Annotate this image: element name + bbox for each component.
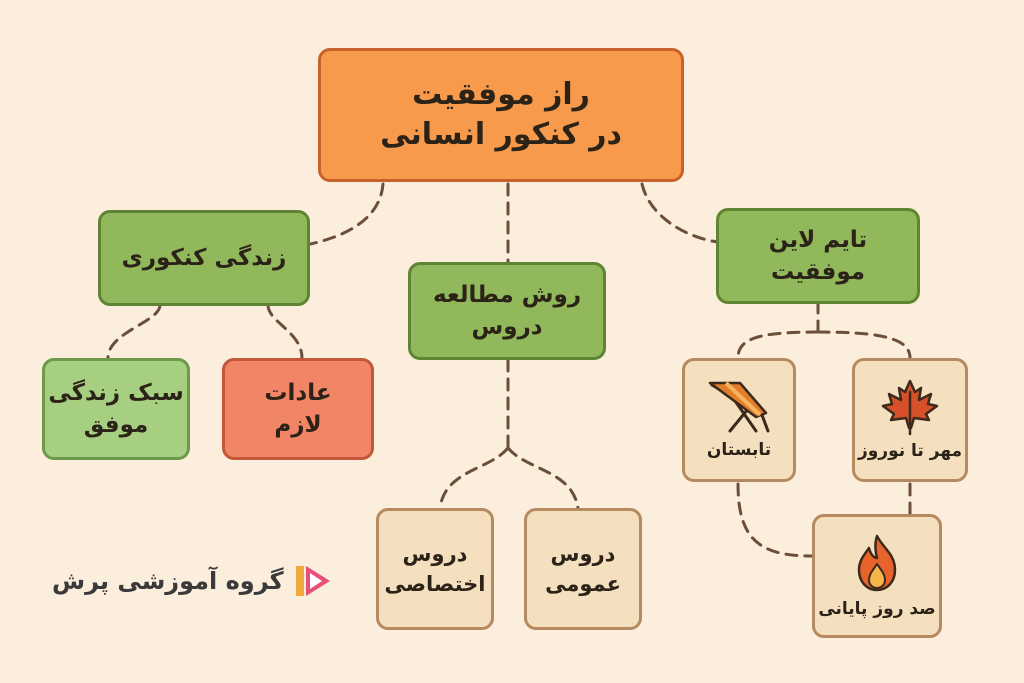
branch-timeline: تایم لاین موفقیت [716,208,920,304]
timeline-final-label: صد روز پایانی [818,599,936,619]
leaf-specialized-courses-line2: اختصاصی [384,572,486,596]
leaf-general-courses: دروس عمومی [524,508,642,630]
timeline-card-final-100-days: صد روز پایانی [812,514,942,638]
timeline-card-summer: تابستان [682,358,796,482]
branch-study: روش مطالعه دروس [408,262,606,360]
leaf-general-courses-line1: دروس [550,542,616,566]
root-title-line2: در کنکور انسانی [380,117,622,152]
leaf-general-courses-line2: عمومی [545,572,621,596]
branch-timeline-label: تایم لاین موفقیت [768,227,868,285]
branch-study-line1: روش مطالعه [432,282,582,308]
leaf-specialized-courses: دروس اختصاصی [376,508,494,630]
connector-lifestyle-right [266,303,304,360]
leaf-necessary-habits: عادات لازم [222,358,374,460]
fire-icon [857,534,897,592]
timeline-autumn-label: مهر تا نوروز [857,441,963,461]
root-node: راز موفقیت در کنکور انسانی [318,48,684,182]
branch-study-line2: دروس [471,314,543,340]
connector-study-right [506,446,580,510]
leaf-necessary-habits-line2: لازم [274,412,322,438]
beach-chair-icon [708,381,770,433]
leaf-successful-lifestyle: سبک زندگی موفق [42,358,190,460]
root-title-line1: راز موفقیت [412,77,590,112]
play-logo-icon [295,566,330,596]
branch-lifestyle: زندگی کنکوری [98,210,310,306]
timeline-card-autumn: مهر تا نوروز [852,358,968,482]
leaf-successful-lifestyle-line2: موفق [83,412,149,438]
timeline-summer-label: تابستان [706,440,772,460]
connector-lifestyle-left [106,303,162,360]
leaf-specialized-courses-line1: دروس [402,542,468,566]
connector-root-timeline [640,182,720,244]
leaf-successful-lifestyle-line1: سبک زندگی [48,380,184,406]
brand-name: گروه آموزشی پرش [52,567,284,595]
branch-lifestyle-label: زندگی کنکوری [121,245,287,271]
leaf-necessary-habits-line1: عادات [264,380,332,406]
connector-root-lifestyle [304,182,385,247]
connector-summer-final [736,482,814,558]
connector-timeline-right [816,330,912,360]
connector-study-left [438,446,510,510]
maple-leaf-icon [881,379,939,436]
connector-timeline-left [736,330,820,360]
brand-logo: گروه آموزشی پرش [52,556,352,606]
